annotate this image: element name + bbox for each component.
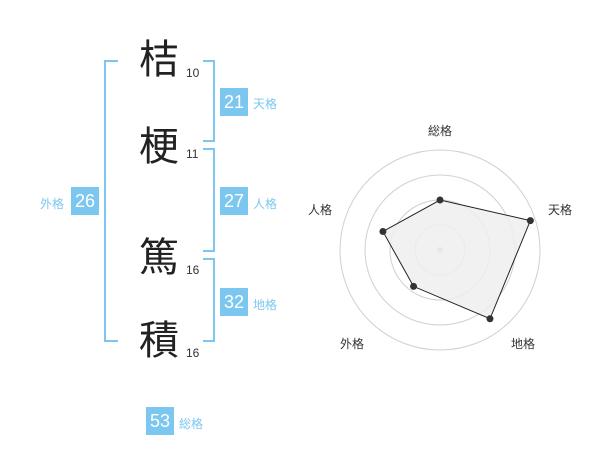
char-4: 積 xyxy=(139,318,179,364)
jinkaku-label: 人格 xyxy=(253,197,278,211)
radar-area xyxy=(382,199,532,320)
radar-axis-label: 外格 xyxy=(340,337,365,351)
radar-point xyxy=(526,217,534,225)
radar-axis-label: 地格 xyxy=(511,337,536,351)
tenkaku-value: 21 xyxy=(220,88,248,116)
char-2: 梗 xyxy=(139,124,179,170)
radar-point xyxy=(410,282,418,290)
char-3: 篤 xyxy=(139,235,179,281)
chikaku-bracket xyxy=(203,258,215,342)
radar-axis-label: 天格 xyxy=(548,203,573,217)
radar-axis-label: 総格 xyxy=(428,124,453,138)
tenkaku-bracket xyxy=(203,60,215,142)
chikaku-label: 地格 xyxy=(253,298,278,312)
soukaku-value: 53 xyxy=(146,407,174,435)
radar-ring xyxy=(339,149,541,351)
radar-axis-label: 人格 xyxy=(308,203,333,217)
gaikaku-label: 外格 xyxy=(40,197,65,211)
radar-point xyxy=(436,196,444,204)
char-1: 桔 xyxy=(139,37,179,83)
gaikaku-bracket xyxy=(104,60,118,342)
radar-point xyxy=(486,315,494,323)
radar-point xyxy=(379,227,387,235)
gaikaku-value: 26 xyxy=(71,187,99,215)
jinkaku-bracket xyxy=(203,148,215,252)
chikaku-value: 32 xyxy=(220,288,248,316)
jinkaku-value: 27 xyxy=(220,187,248,215)
char-2-strokes: 11 xyxy=(186,147,199,161)
char-3-strokes: 16 xyxy=(186,263,200,277)
soukaku-label: 総格 xyxy=(179,417,204,431)
char-4-strokes: 16 xyxy=(186,346,200,360)
tenkaku-label: 天格 xyxy=(253,97,278,111)
char-1-strokes: 10 xyxy=(186,66,200,80)
